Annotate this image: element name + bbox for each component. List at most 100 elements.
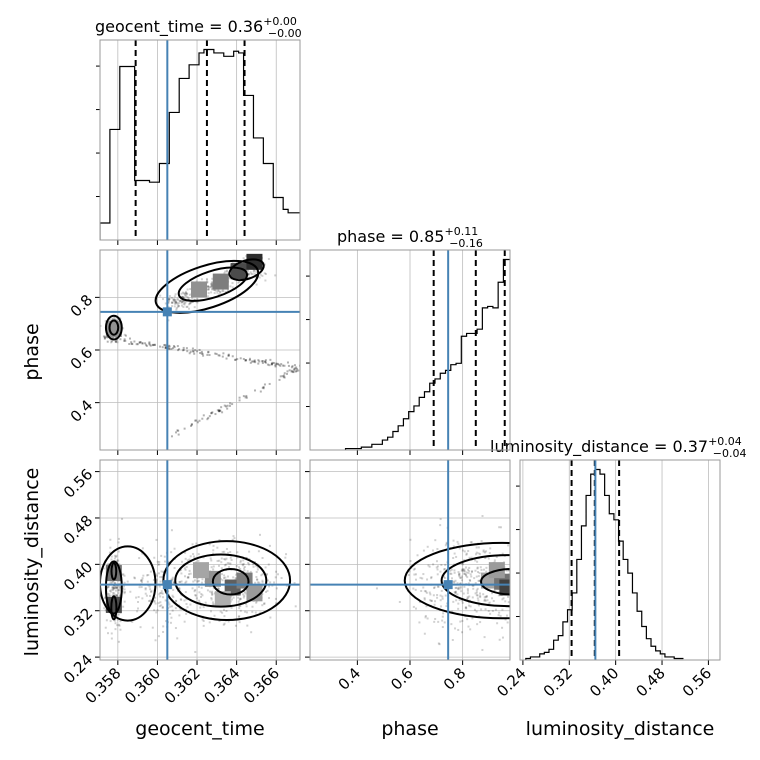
- sample-point: [224, 270, 227, 273]
- sample-point: [499, 526, 502, 529]
- contour-line: [403, 541, 510, 620]
- sample-point: [237, 600, 240, 603]
- sample-point: [261, 386, 264, 389]
- sample-point: [115, 336, 118, 339]
- sample-point: [527, 568, 529, 570]
- sample-point: [112, 616, 115, 619]
- sample-point: [182, 292, 185, 295]
- sample-point: [112, 585, 115, 588]
- sample-point: [172, 347, 175, 350]
- sample-point: [213, 289, 216, 292]
- sample-point: [408, 570, 411, 573]
- sample-point: [513, 546, 515, 548]
- sample-point: [480, 540, 483, 543]
- sample-point: [412, 605, 415, 608]
- sample-point: [191, 587, 194, 590]
- sample-point: [201, 618, 204, 621]
- sample-point: [220, 557, 223, 560]
- sample-point: [457, 602, 460, 605]
- sample-point: [225, 547, 228, 550]
- sample-point: [251, 360, 254, 363]
- sample-point: [197, 553, 200, 556]
- sample-point: [236, 556, 239, 559]
- sample-point: [228, 565, 231, 568]
- sample-point: [439, 594, 442, 597]
- sample-point: [242, 559, 245, 562]
- sample-point: [475, 575, 478, 578]
- sample-point: [261, 556, 264, 559]
- sample-point: [226, 407, 229, 410]
- sample-point: [103, 337, 106, 340]
- sample-point: [253, 360, 256, 363]
- sample-point: [528, 608, 530, 610]
- sample-point: [186, 576, 189, 579]
- sample-point: [164, 560, 167, 563]
- sample-point: [254, 361, 257, 364]
- sample-point: [249, 570, 252, 573]
- sample-point: [183, 575, 186, 578]
- sample-point: [256, 566, 259, 569]
- sample-point: [487, 602, 490, 605]
- sample-point: [536, 573, 538, 575]
- sample-point: [487, 557, 490, 560]
- sample-point: [423, 632, 426, 635]
- sample-point: [176, 303, 179, 306]
- sample-point: [280, 363, 283, 366]
- sample-point: [238, 566, 241, 569]
- sample-point: [233, 537, 236, 540]
- sample-point: [113, 557, 116, 560]
- sample-point: [180, 300, 183, 303]
- sample-point: [254, 276, 257, 279]
- sample-point: [278, 378, 281, 381]
- sample-point: [193, 298, 196, 301]
- sample-point: [459, 576, 462, 579]
- sample-point: [477, 604, 480, 607]
- sample-point: [254, 581, 257, 584]
- sample-point: [194, 419, 197, 422]
- sample-point: [215, 352, 218, 355]
- sample-point: [528, 639, 530, 641]
- sample-point: [195, 419, 198, 422]
- histogram-phase: [344, 258, 510, 450]
- sample-point: [194, 651, 197, 654]
- sample-point: [109, 538, 112, 541]
- sample-point: [209, 590, 212, 593]
- sample-point: [119, 338, 122, 341]
- sample-point: [211, 601, 214, 604]
- sample-point: [493, 559, 496, 562]
- sample-point: [541, 610, 543, 612]
- sample-point: [123, 592, 126, 595]
- sample-point: [513, 593, 515, 595]
- sample-point: [185, 580, 188, 583]
- sample-point: [515, 607, 517, 609]
- sample-point: [219, 409, 222, 412]
- sample-point: [115, 586, 118, 589]
- sample-point: [235, 565, 238, 568]
- sample-point: [167, 298, 170, 301]
- sample-point: [161, 606, 164, 609]
- sample-point: [116, 319, 119, 322]
- sample-point: [292, 370, 295, 373]
- sample-point: [170, 347, 173, 350]
- sample-point: [428, 591, 431, 594]
- sample-point: [210, 598, 213, 601]
- sample-point: [193, 579, 196, 582]
- sample-point: [480, 608, 483, 611]
- sample-point: [189, 350, 192, 353]
- sample-point: [439, 599, 442, 602]
- sample-point: [422, 573, 425, 576]
- sample-point: [170, 435, 173, 438]
- sample-point: [450, 623, 453, 626]
- sample-point: [539, 621, 541, 623]
- sample-point: [177, 429, 180, 432]
- sample-point: [472, 587, 475, 590]
- sample-point: [507, 569, 510, 572]
- sample-point: [138, 557, 141, 560]
- sample-point: [263, 602, 266, 605]
- sample-point: [208, 543, 211, 546]
- sample-point: [535, 610, 537, 612]
- xlabel-geocent-time: geocent_time: [135, 718, 264, 740]
- sample-point: [206, 279, 209, 282]
- sample-point: [245, 602, 248, 605]
- sample-point: [460, 590, 463, 593]
